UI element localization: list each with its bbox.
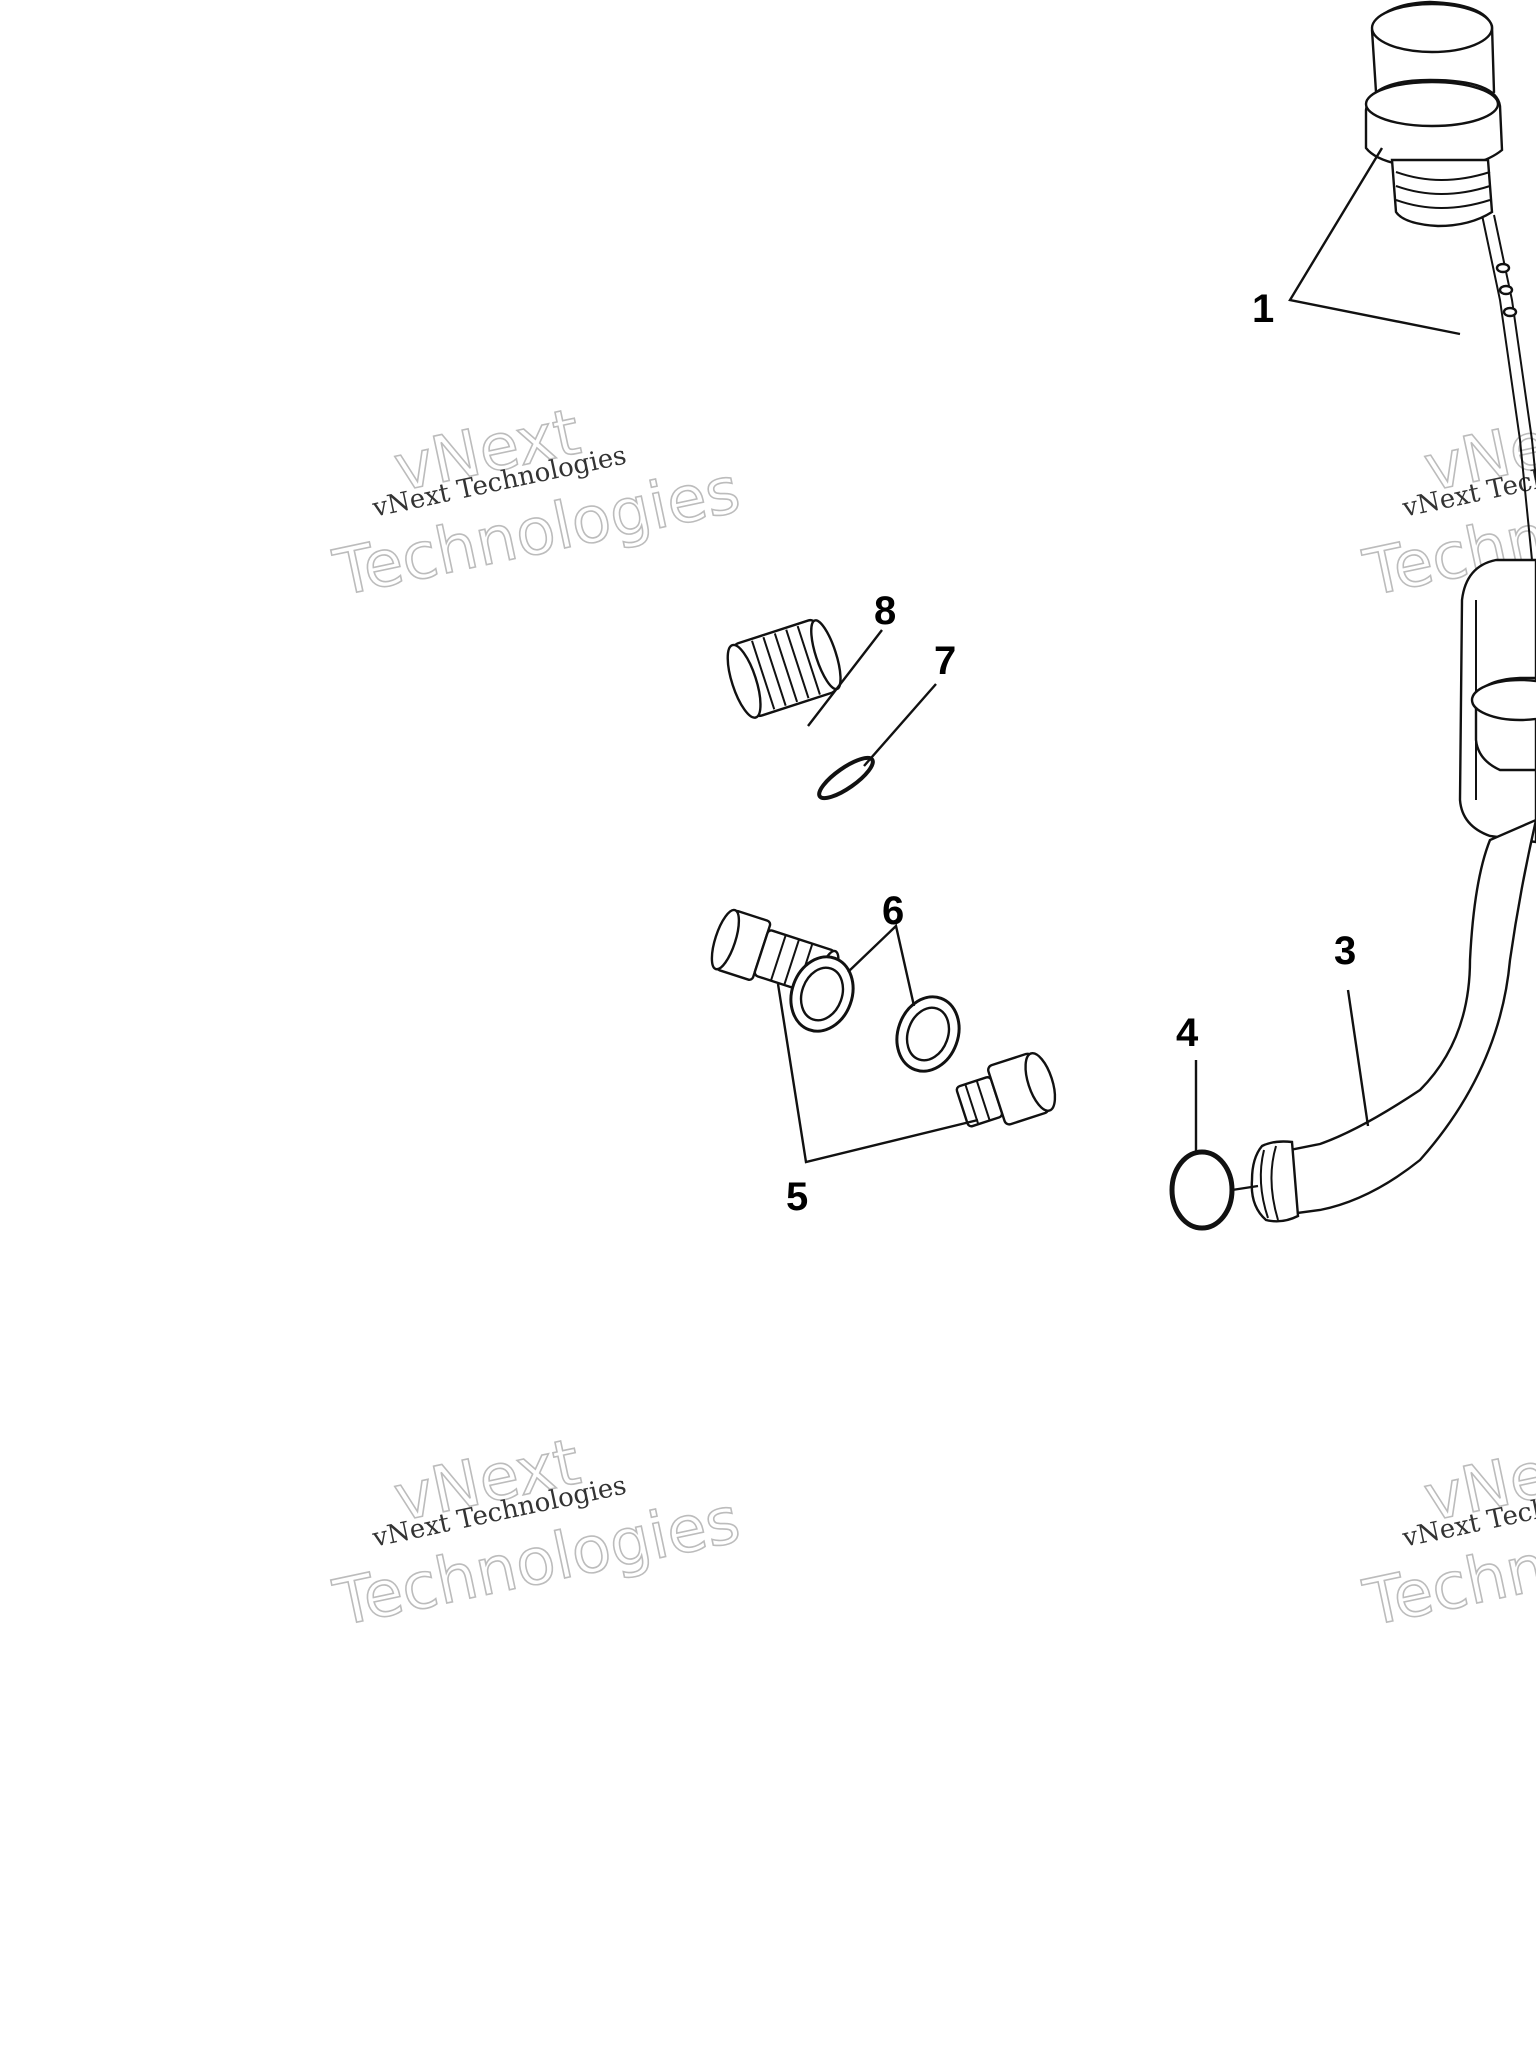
callout-1: 1 [1252,287,1274,331]
washer-left-part-6 [789,955,855,1033]
plug-part-8 [726,618,842,719]
callout-3: 3 [1334,929,1356,973]
filler-tube-part [1250,558,1536,1223]
drain-plug-right-part-5 [955,1052,1057,1128]
leader-lines [776,147,1461,1164]
watermark-bottom-right: vNext vNext Technologies Technologies [1357,1425,1536,1643]
watermark-top-left: vNext vNext Technologies Technologies [327,395,747,613]
callout-7: 7 [934,639,956,683]
callout-4: 4 [1176,1011,1199,1055]
o-ring-part-4 [1169,1149,1259,1231]
callout-8: 8 [874,589,896,633]
watermark-bottom-left: vNext vNext Technologies Technologies [327,1425,747,1643]
callout-6: 6 [882,889,904,933]
dipstick-part [1364,0,1536,601]
o-ring-part-7 [817,755,875,801]
washer-right-part-6 [895,995,961,1073]
callout-5: 5 [786,1175,808,1219]
watermark-top-right: vNext vNext Technologies Technologies [1357,395,1536,613]
